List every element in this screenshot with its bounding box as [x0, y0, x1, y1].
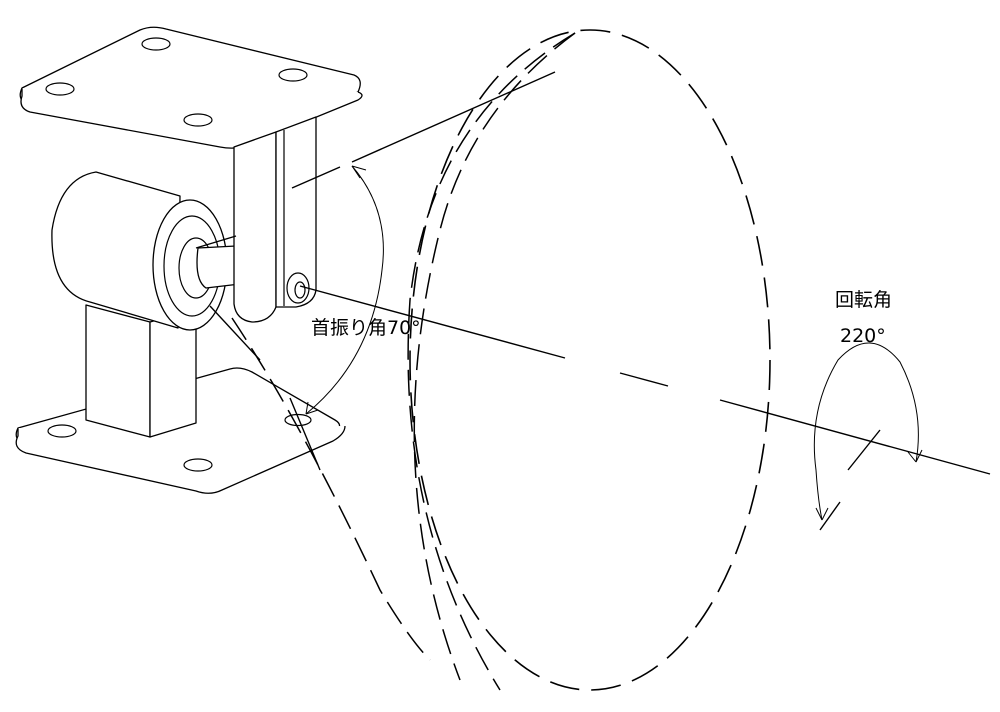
yoke-arm — [233, 116, 317, 323]
tilt-axis-lines — [195, 71, 991, 475]
tilt-arrow-head-top — [351, 165, 367, 179]
sweep-cone-dashed — [231, 29, 771, 691]
rotation-arrow-head-left — [815, 507, 829, 521]
rotation-angle-arc — [813, 342, 923, 531]
tilt-angle-arc — [305, 165, 384, 415]
rotation-angle-value: 220° — [840, 325, 886, 347]
tilt-angle-label: 首振り角70° — [311, 317, 421, 339]
rotation-arrow-head-right — [907, 449, 923, 463]
tilt-arrow-head-bottom — [305, 401, 319, 415]
cylinder-housing — [51, 171, 241, 331]
rotation-tick — [847, 429, 881, 471]
rotation-angle-label: 回転角 — [835, 289, 893, 311]
rotation-tick-lower — [819, 501, 841, 531]
mount-bracket — [15, 26, 363, 494]
vertical-post — [85, 304, 197, 438]
